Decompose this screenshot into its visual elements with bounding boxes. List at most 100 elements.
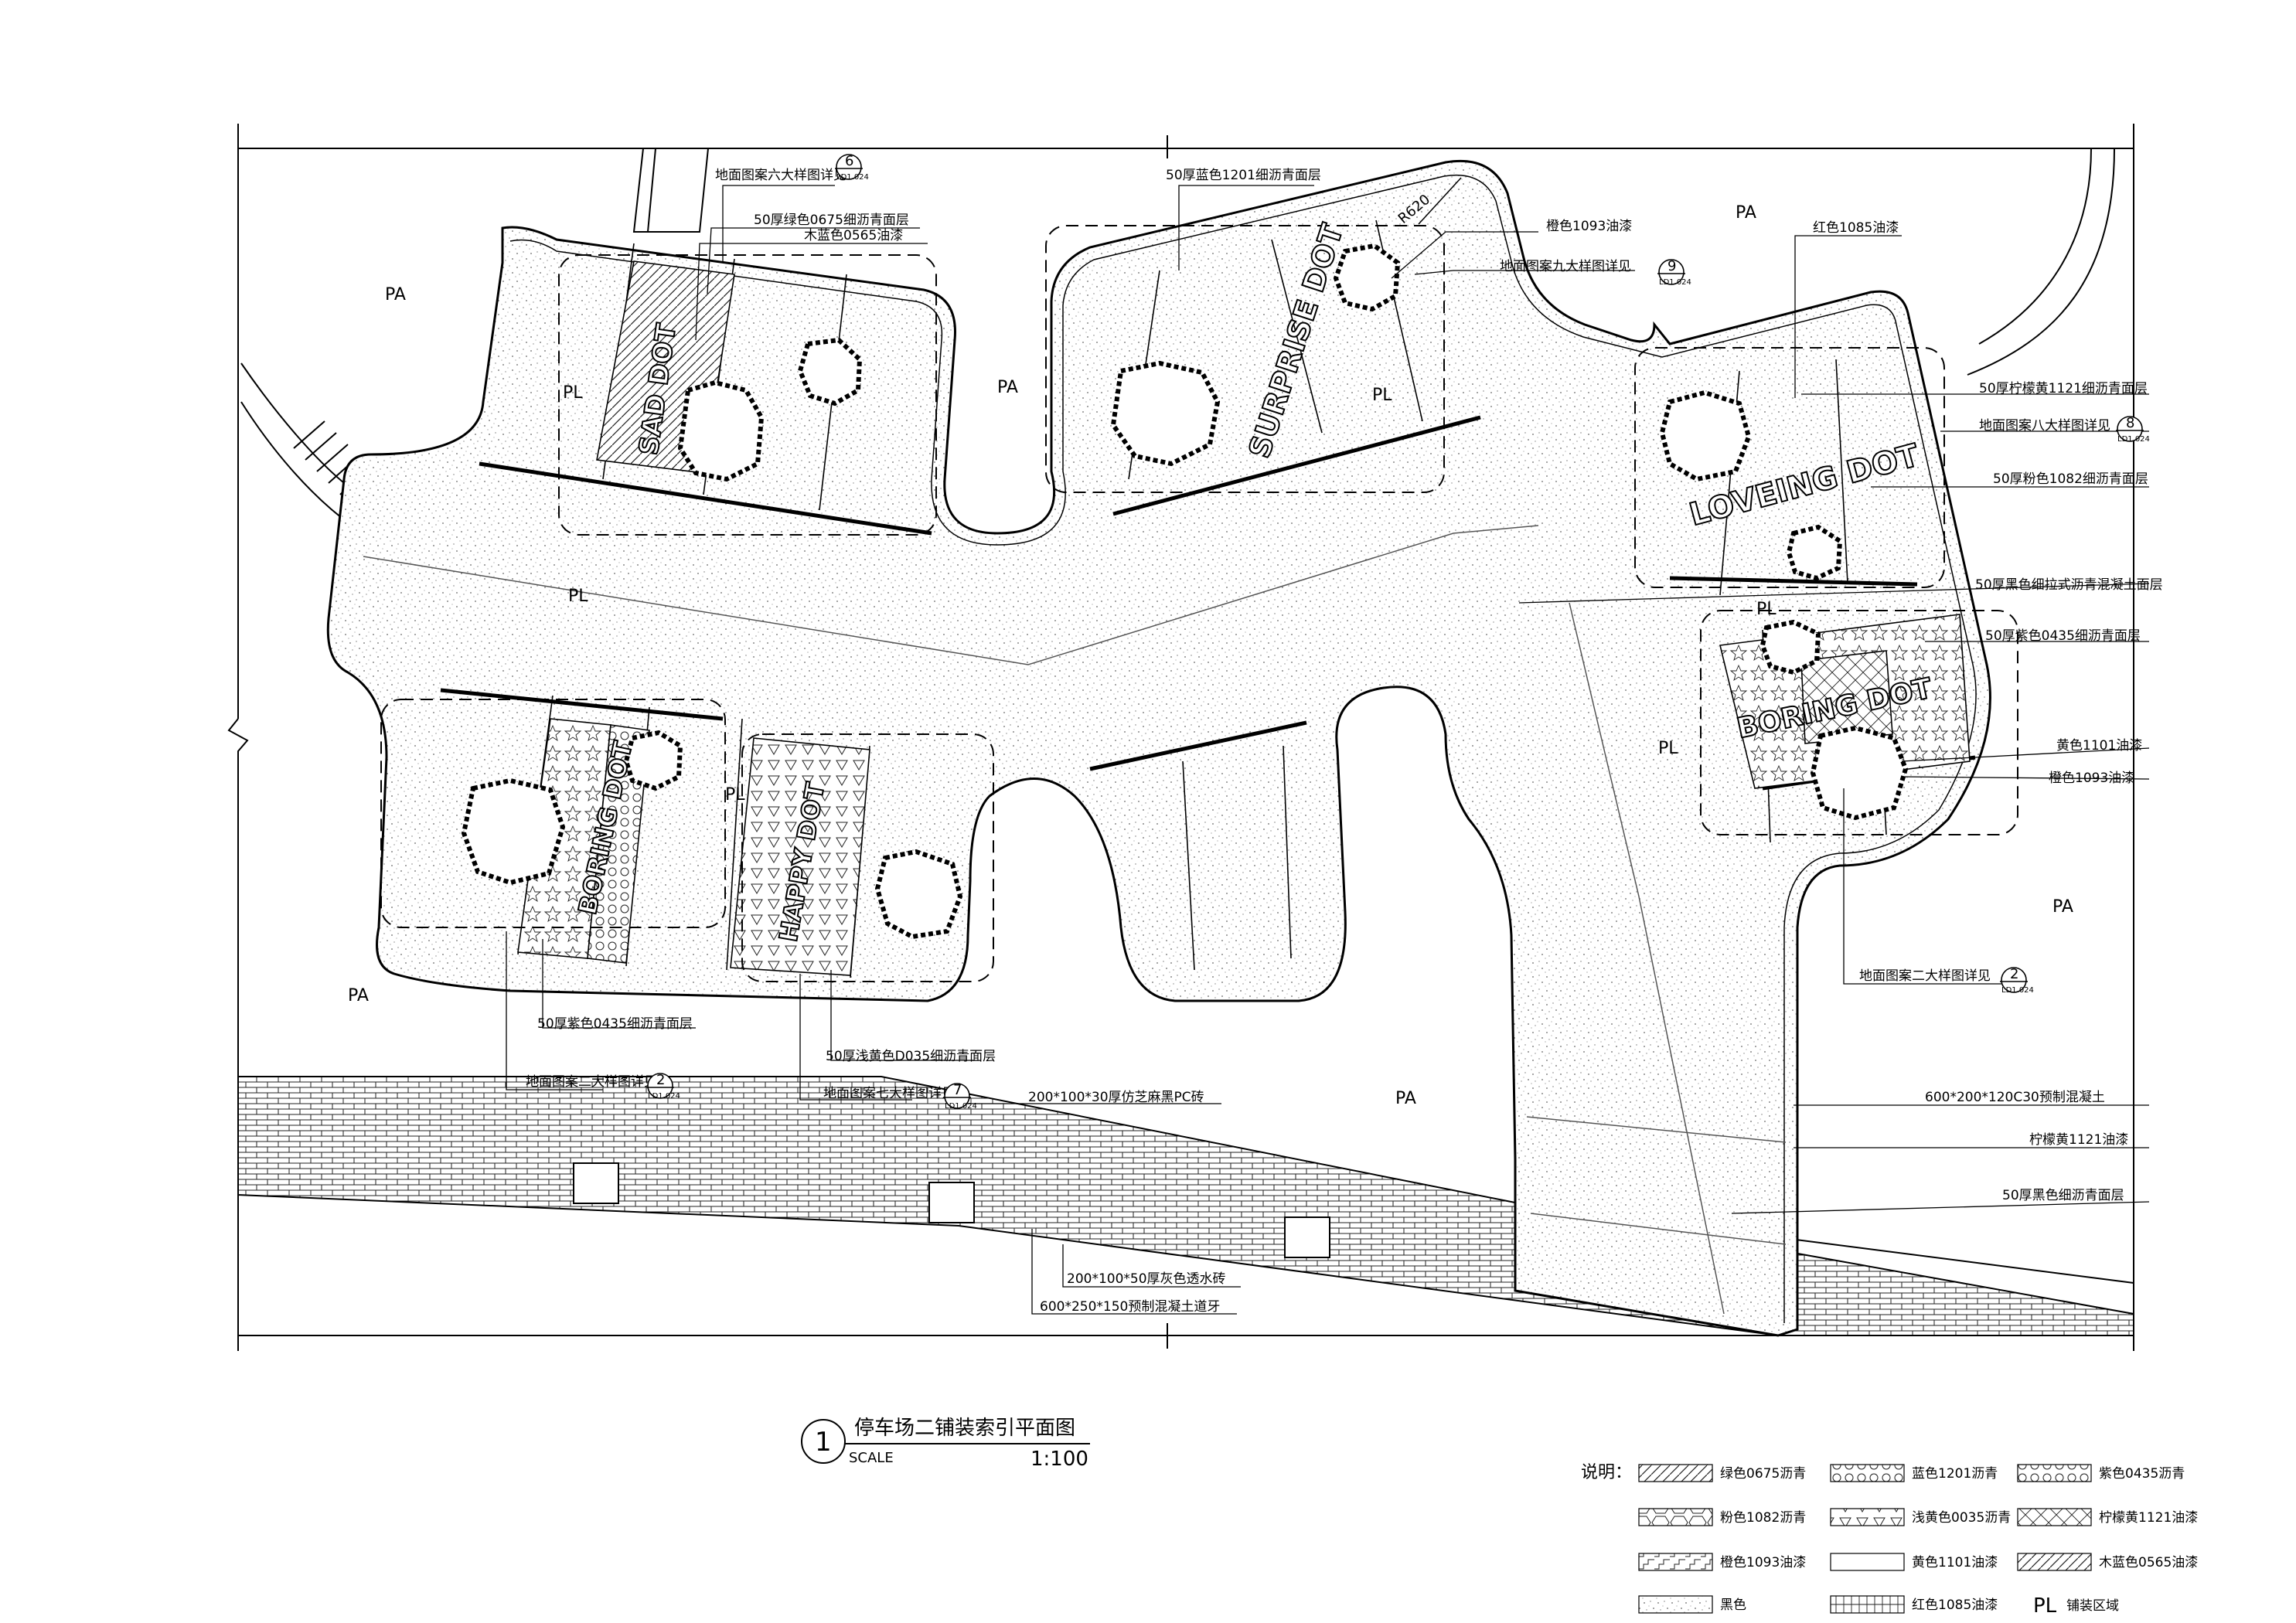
legend-label-6: 柠檬黄1121油漆 [2099, 1510, 2198, 1526]
callout-black-asphalt: 50厚黑色细沥青面层 [2002, 1188, 2124, 1203]
legend-swatch-5 [1830, 1508, 1905, 1526]
dot-face-7 [1759, 619, 1821, 675]
plan-title-block: 1 停车场二铺装索引平面图 SCALE 1:100 [801, 1417, 1090, 1471]
tree-pits [573, 1162, 1330, 1258]
legend-label-3: 紫色0435沥青 [2099, 1466, 2185, 1482]
detail-marker-2-right: 2 LD1.024 [2000, 966, 2034, 995]
dot-face-1 [677, 379, 765, 482]
legend-swatch-9 [2017, 1553, 2092, 1571]
dot-face-10 [623, 730, 683, 791]
callout-orange-paint-right: 橙色1093油漆 [2049, 771, 2134, 786]
svg-text:2: 2 [2010, 966, 2018, 982]
legend-swatch-8 [1830, 1553, 1905, 1571]
legend-label-7: 橙色1093油漆 [1720, 1555, 1806, 1570]
zone-label-pl-6: PL [725, 785, 745, 805]
callout-pink-asphalt: 50厚粉色1082细沥青面层 [1993, 471, 2148, 487]
dot-face-3 [1110, 360, 1221, 467]
svg-text:6: 6 [845, 153, 853, 169]
dot-face-4 [1333, 243, 1401, 312]
legend-swatch-3 [2017, 1464, 2092, 1482]
legend-label-4: 粉色1082沥青 [1720, 1510, 1806, 1526]
legend-label-11: 红色1085油漆 [1912, 1597, 1998, 1613]
callout-precast-concrete: 600*200*120C30预制混凝土 [1925, 1090, 2105, 1105]
legend-swatch-11 [1830, 1595, 1905, 1614]
detail-markers: 6 LD1.024 9 LD1.024 8 LD1.024 2 LD1.024 … [646, 153, 2150, 1111]
dot-characters [461, 243, 1909, 940]
svg-text:LD1.024: LD1.024 [2117, 435, 2150, 444]
dot-face-5 [1659, 390, 1752, 482]
dot-face-9 [461, 777, 566, 886]
callout-pattern2-ref-left: 地面图案二大样图详见 [526, 1074, 657, 1090]
legend-label-9: 木蓝色0565油漆 [2099, 1555, 2198, 1570]
svg-text:LD1.024: LD1.024 [945, 1102, 977, 1111]
legend-swatch-6 [2017, 1508, 2092, 1526]
zone-label-pl-3: PL [1372, 386, 1392, 405]
svg-text:2: 2 [656, 1072, 665, 1088]
legend-pl-code: PL [2033, 1594, 2057, 1618]
callout-pattern7-ref: 地面图案七大样图详见 [823, 1086, 955, 1101]
callout-permeable-brick: 200*100*50厚灰色透水砖 [1067, 1271, 1226, 1287]
curved-road-upper-right [1967, 148, 2115, 376]
callout-pattern6-ref: 地面图案六大样图详见 [715, 168, 847, 183]
callout-red-paint: 红色1085油漆 [1813, 220, 1899, 236]
detail-marker-7: 7 LD1.024 [943, 1082, 977, 1111]
radius-dimension-line [1418, 177, 1462, 225]
callout-pc-brick: 200*100*30厚仿芝麻黑PC砖 [1028, 1090, 1204, 1105]
scale-label: SCALE [849, 1450, 894, 1466]
dot-face-2 [797, 337, 863, 407]
callout-leaders [506, 185, 2150, 1315]
callout-wood-blue-paint: 木蓝色0565油漆 [804, 228, 903, 243]
zone-label-pl-4: PL [1756, 600, 1777, 619]
callout-lemon-paint: 柠檬黄1121油漆 [2029, 1132, 2128, 1148]
brick-footway [237, 1076, 2134, 1336]
legend-label-2: 蓝色1201沥青 [1912, 1466, 1998, 1482]
legend-label-1: 绿色0675沥青 [1720, 1466, 1806, 1482]
svg-text:7: 7 [953, 1082, 962, 1098]
callout-green-asphalt: 50厚绿色0675细沥青面层 [754, 213, 909, 228]
legend-swatch-10 [1638, 1595, 1713, 1614]
zone-label-pa-2: PA [997, 378, 1018, 397]
legend-swatch-2 [1830, 1464, 1905, 1482]
road-centerlines [363, 525, 1787, 1315]
legend-pl-text: 铺装区域 [2066, 1598, 2119, 1614]
dot-face-6 [1786, 524, 1843, 581]
detail-marker-2-left: 2 LD1.024 [646, 1072, 680, 1101]
svg-text:LD1.024: LD1.024 [836, 173, 869, 182]
callout-curbstone: 600*250*150预制混凝土道牙 [1040, 1299, 1220, 1315]
callout-lemon-asphalt: 50厚柠檬黄1121细沥青面层 [1979, 381, 2148, 396]
callout-orange-paint-top: 橙色1093油漆 [1546, 219, 1632, 234]
zone-label-pa-4: PA [2052, 897, 2073, 917]
detail-marker-6: 6 LD1.024 [835, 153, 869, 182]
plan-title: 停车场二铺装索引平面图 [854, 1417, 1075, 1440]
legend-label-8: 黄色1101油漆 [1912, 1555, 1998, 1570]
callout-black-stretch-asphalt: 50厚黑色细拉式沥青混凝土面层 [1975, 577, 2163, 593]
svg-text:LD1.024: LD1.024 [1659, 278, 1691, 287]
dot-face-8 [1810, 725, 1909, 821]
zone-label-pl-2: PL [568, 587, 588, 606]
svg-text:8: 8 [2126, 415, 2134, 431]
detail-boundaries [380, 225, 2018, 982]
detail-marker-8: 8 LD1.024 [2116, 415, 2150, 444]
dot-face-11 [874, 849, 963, 940]
zone-label-pa-5: PA [348, 986, 369, 1005]
zone-label-pa-3: PA [1736, 203, 1756, 223]
legend-swatch-7 [1638, 1553, 1713, 1571]
legend-label-5: 浅黄色0035沥青 [1912, 1510, 2011, 1526]
detail-marker-9: 9 LD1.024 [1657, 258, 1691, 287]
callout-yellow-paint: 黄色1101油漆 [2056, 738, 2142, 754]
svg-text:LD1.024: LD1.024 [648, 1092, 680, 1101]
callout-texts: 地面图案六大样图详见 50厚绿色0675细沥青面层 木蓝色0565油漆 50厚蓝… [526, 168, 2163, 1315]
svg-text:LD1.024: LD1.024 [2001, 986, 2034, 995]
legend: 说明： 绿色0675沥青 蓝色1201沥青 紫色0435沥青 粉色1082沥青 … [1581, 1463, 2198, 1618]
zone-label-pa-6: PA [1395, 1089, 1416, 1108]
callout-purple-asphalt-left: 50厚紫色0435细沥青面层 [537, 1016, 693, 1032]
callout-pattern9-ref: 地面图案九大样图详见 [1500, 259, 1631, 274]
zone-labels: PA PA PA PA PA PA PL PL PL PL PL PL [348, 203, 2073, 1108]
north-walkway [632, 148, 710, 233]
zone-label-pl-1: PL [563, 383, 583, 403]
callout-pattern2-ref-right: 地面图案二大样图详见 [1859, 968, 1991, 984]
legend-heading: 说明： [1581, 1463, 1632, 1482]
legend-label-10: 黑色 [1720, 1597, 1746, 1613]
plan-number: 1 [815, 1427, 832, 1458]
